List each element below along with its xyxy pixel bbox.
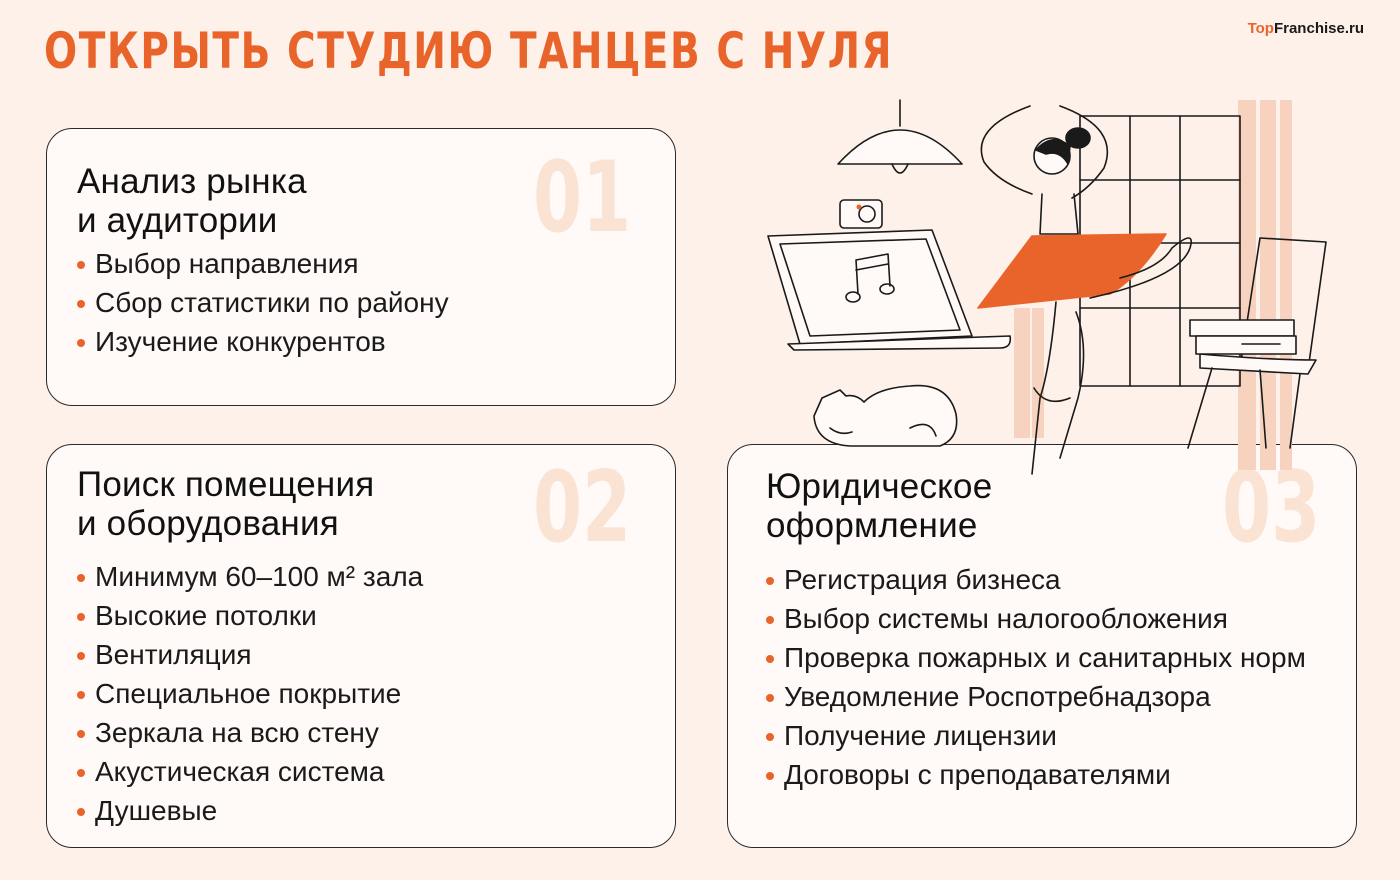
card-legal: 03 Юридическое оформление Регистрация би… — [727, 444, 1357, 848]
list-item: Акустическая система — [77, 752, 423, 791]
curtain-icon — [1014, 100, 1292, 470]
card-number: 02 — [533, 451, 632, 565]
list-item: Душевые — [77, 791, 423, 830]
list-item: Изучение конкурентов — [77, 322, 449, 361]
list-item: Зеркала на всю стену — [77, 713, 423, 752]
card-premises: 02 Поиск помещения и оборудования Миниму… — [46, 444, 676, 848]
dance-studio-illustration — [767, 99, 1327, 475]
music-note-icon — [845, 253, 895, 303]
list-item: Договоры с преподавателями — [766, 755, 1306, 794]
card-number: 03 — [1222, 451, 1321, 565]
card-list: Регистрация бизнеса Выбор системы налого… — [766, 560, 1306, 794]
card-market-analysis: 01 Анализ рынка и аудитории Выбор направ… — [46, 128, 676, 406]
card-number: 01 — [533, 141, 632, 255]
list-item: Выбор системы налогообложения — [766, 599, 1306, 638]
laptop-icon — [767, 229, 1012, 351]
list-item: Минимум 60–100 м² зала — [77, 557, 423, 596]
ballerina-icon — [977, 105, 1192, 475]
card-heading: Анализ рынка и аудитории — [77, 162, 307, 240]
lamp-icon — [837, 99, 963, 174]
list-item: Специальное покрытие — [77, 674, 423, 713]
list-item: Высокие потолки — [77, 596, 423, 635]
list-item: Проверка пожарных и санитарных норм — [766, 638, 1306, 677]
list-item: Вентиляция — [77, 635, 423, 674]
list-item: Регистрация бизнеса — [766, 560, 1306, 599]
list-item: Сбор статистики по району — [77, 283, 449, 322]
card-heading: Поиск помещения и оборудования — [77, 465, 375, 543]
brand-logo: TopFranchise.ru — [1247, 20, 1364, 37]
page-title: ОТКРЫТЬ СТУДИЮ ТАНЦЕВ С НУЛЯ — [44, 22, 894, 80]
list-item: Получение лицензии — [766, 716, 1306, 755]
card-list: Выбор направления Сбор статистики по рай… — [77, 244, 449, 361]
list-item: Уведомление Роспотребнадзора — [766, 677, 1306, 716]
camera-icon — [839, 199, 883, 229]
card-list: Минимум 60–100 м² зала Высокие потолки В… — [77, 557, 423, 830]
cat-icon — [813, 384, 958, 447]
chair-icon — [1187, 237, 1327, 449]
list-item: Выбор направления — [77, 244, 449, 283]
books-icon — [1189, 319, 1297, 355]
card-heading: Юридическое оформление — [766, 467, 993, 545]
